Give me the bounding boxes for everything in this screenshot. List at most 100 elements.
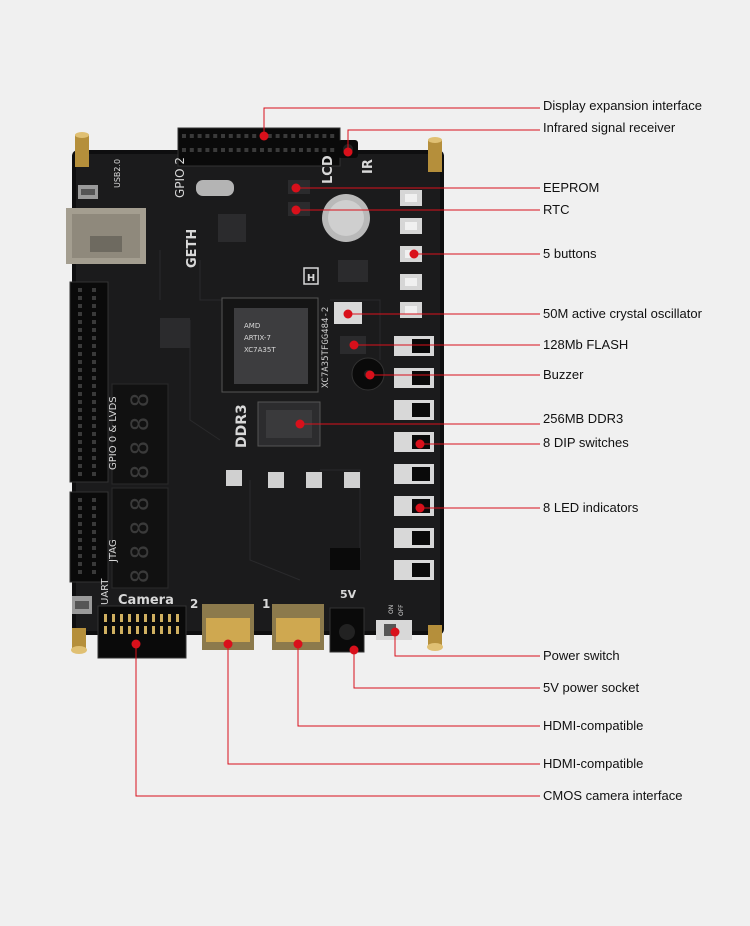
camera-pin <box>112 614 115 622</box>
silk-uart: UART <box>100 578 111 605</box>
seven-segment-digit: 8 <box>126 497 154 511</box>
push-button-cap <box>405 306 417 314</box>
camera-pin <box>152 626 155 634</box>
header-pin <box>205 148 210 152</box>
gpio-pin <box>92 328 96 332</box>
silk-logo: H <box>307 273 315 284</box>
header-pin <box>260 148 264 152</box>
gpio-pin <box>78 440 82 444</box>
gpio-pin <box>78 368 82 372</box>
gpio-pin <box>78 472 82 476</box>
callout-label-display-expansion-interface: Display expansion interface <box>543 98 702 113</box>
uart-port <box>72 596 92 614</box>
callout-line-power-socket <box>353 650 540 689</box>
callout-label-power-switch: Power switch <box>543 648 620 663</box>
header-pin <box>205 134 210 138</box>
jtag-pin <box>92 498 96 502</box>
jtag-pin <box>78 506 82 510</box>
gpio-pin <box>78 296 82 300</box>
callout-dot-hdmi-1 <box>293 639 303 649</box>
gpio-pin <box>92 360 96 364</box>
gpio-pin <box>92 384 96 388</box>
seven-segment-digit: 8 <box>126 545 154 559</box>
silk-hdmi-2: 2 <box>190 597 198 611</box>
callout-dot-five-buttons <box>409 249 419 259</box>
gpio-pin <box>78 288 82 292</box>
callout-label-five-buttons: 5 buttons <box>543 246 597 261</box>
jtag-pin <box>92 514 96 518</box>
header-pin <box>228 148 233 152</box>
header-pin <box>330 134 335 138</box>
gpio-pin <box>78 456 82 460</box>
header-pin <box>189 134 194 138</box>
header-pin <box>314 148 319 152</box>
gpio-pin <box>78 304 82 308</box>
gpio-pin <box>92 416 96 420</box>
jtag-pin <box>92 570 96 574</box>
seven-segment-digit: 8 <box>126 393 154 407</box>
silk-gpio-lvds: GPIO 0 & LVDS <box>108 396 119 470</box>
gpio-pin <box>78 376 82 380</box>
header-pin <box>299 134 303 138</box>
jtag-pin <box>78 522 82 526</box>
gpio-pin <box>92 456 96 460</box>
fpga-brand: AMD <box>244 322 260 330</box>
fpga-family: ARTIX-7 <box>244 334 271 342</box>
callout-dot-eeprom <box>291 183 301 193</box>
standoff-bottom-right <box>427 625 443 651</box>
callout-label-hdmi-2: HDMI-compatible <box>543 756 643 771</box>
header-pin <box>182 134 186 138</box>
camera-pin <box>104 626 107 634</box>
gpio-pin <box>78 432 82 436</box>
gpio-pin <box>78 400 82 404</box>
gpio-pin <box>92 464 96 468</box>
gpio-pin <box>78 320 82 324</box>
callout-label-infrared-signal-receiver: Infrared signal receiver <box>543 120 676 135</box>
regulators <box>226 470 360 488</box>
callout-dot-power-socket <box>349 645 359 655</box>
camera-pin <box>144 626 147 634</box>
callout-dot-hdmi-2 <box>223 639 233 649</box>
center-header <box>330 548 360 570</box>
header-pin <box>299 148 303 152</box>
gpio-pin <box>78 408 82 412</box>
seven-segment-digit: 8 <box>126 441 154 455</box>
camera-pin <box>104 614 107 622</box>
callout-line-infrared-signal-receiver <box>347 129 540 152</box>
header-pin <box>244 134 249 138</box>
jtag-pin <box>78 546 82 550</box>
header-pin <box>228 134 233 138</box>
camera-pin <box>176 626 179 634</box>
callout-line-hdmi-2 <box>227 644 540 765</box>
header-pin <box>322 148 327 152</box>
gpio-pin <box>92 440 96 444</box>
standoffs <box>71 132 443 654</box>
gpio-pin <box>92 432 96 436</box>
silk-ddr3: DDR3 <box>234 404 250 448</box>
callout-line-cmos-camera <box>135 644 540 797</box>
gpio-pin <box>78 360 82 364</box>
camera-pin <box>168 614 171 622</box>
header-pin <box>252 148 257 152</box>
gpio-pin <box>78 352 82 356</box>
gpio-pin <box>78 392 82 396</box>
seven-segment-digit: 8 <box>126 465 154 479</box>
header-pin <box>291 134 296 138</box>
header-pin <box>197 134 202 138</box>
jtag-pin <box>92 538 96 542</box>
callout-dot-led-indicators <box>415 503 425 513</box>
jtag-pin <box>78 570 82 574</box>
header-pin <box>283 134 288 138</box>
callout-line-power-switch <box>394 632 540 657</box>
silk-camera: Camera <box>118 593 174 608</box>
rtc-battery <box>322 194 370 242</box>
camera-header <box>97 605 187 659</box>
jtag-pin <box>78 530 82 534</box>
header-pin <box>306 148 311 152</box>
silkscreen: GPIO 2 GETH USB2.0 GPIO 0 & LVDS JTAG UA… <box>100 155 405 616</box>
gpio-pin <box>92 400 96 404</box>
callout-dot-flash <box>349 340 359 350</box>
dip-switch-lever <box>412 531 430 545</box>
gpio-pin <box>92 304 96 308</box>
